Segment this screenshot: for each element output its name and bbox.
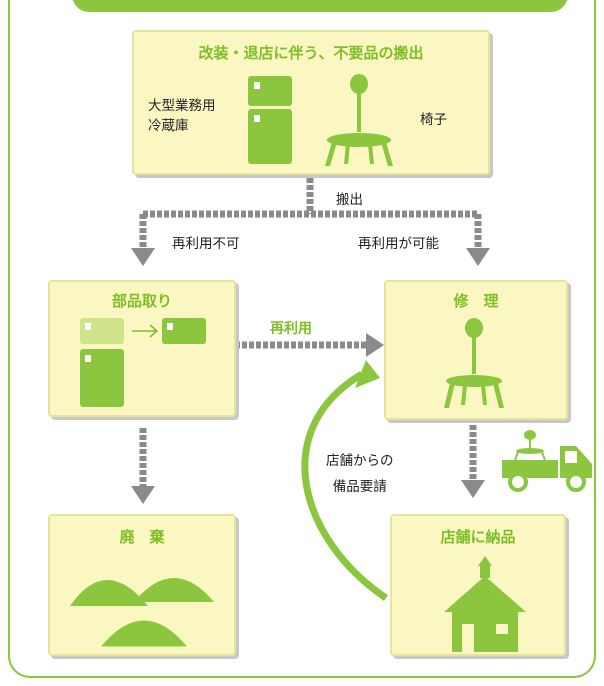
arrowhead-parts bbox=[131, 248, 155, 266]
box-repair-title: 修 理 bbox=[453, 292, 499, 310]
reuse-label: 再利用 bbox=[270, 321, 312, 337]
truck-icon bbox=[502, 430, 592, 492]
house-icon bbox=[444, 556, 526, 652]
waste-pile-icon bbox=[70, 578, 214, 650]
arrowhead-store-request bbox=[355, 360, 380, 388]
outer-frame bbox=[8, 0, 596, 678]
header-bar bbox=[72, 0, 568, 12]
box-parts-title: 部品取り bbox=[111, 292, 172, 310]
arrowhead-dispose bbox=[131, 486, 155, 504]
not-reusable-label: 再利用不可 bbox=[172, 236, 240, 252]
arrowhead-repair bbox=[466, 248, 490, 266]
reusable-label: 再利用が可能 bbox=[358, 236, 439, 252]
chair-label: 椅子 bbox=[420, 112, 447, 128]
box-dispose: 廃 棄 bbox=[48, 514, 236, 656]
box-parts: 部品取り bbox=[48, 280, 236, 417]
box-deliver-title: 店舗に納品 bbox=[440, 528, 516, 546]
box-deliver: 店舗に納品 bbox=[390, 514, 566, 656]
arrowhead-reuse bbox=[366, 333, 384, 357]
box-source-title: 改装・退店に伴う、不要品の搬出 bbox=[198, 44, 424, 62]
store-request-label: 店舗からの 備品要請 bbox=[326, 453, 394, 495]
carry-out-label: 搬出 bbox=[336, 192, 363, 208]
box-repair: 修 理 bbox=[384, 280, 568, 420]
parts-icon bbox=[80, 318, 206, 407]
chair-icon bbox=[325, 74, 393, 166]
fridge-label: 大型業務用 冷蔵庫 bbox=[148, 98, 216, 134]
fridge-icon bbox=[248, 76, 292, 164]
arrow-store-request bbox=[301, 370, 388, 601]
box-dispose-title: 廃 棄 bbox=[119, 528, 165, 546]
box-source: 改装・退店に伴う、不要品の搬出 大型業務用 冷蔵庫 椅子 bbox=[132, 30, 490, 175]
arrowhead-deliver bbox=[461, 480, 485, 498]
chair-icon bbox=[444, 318, 504, 408]
